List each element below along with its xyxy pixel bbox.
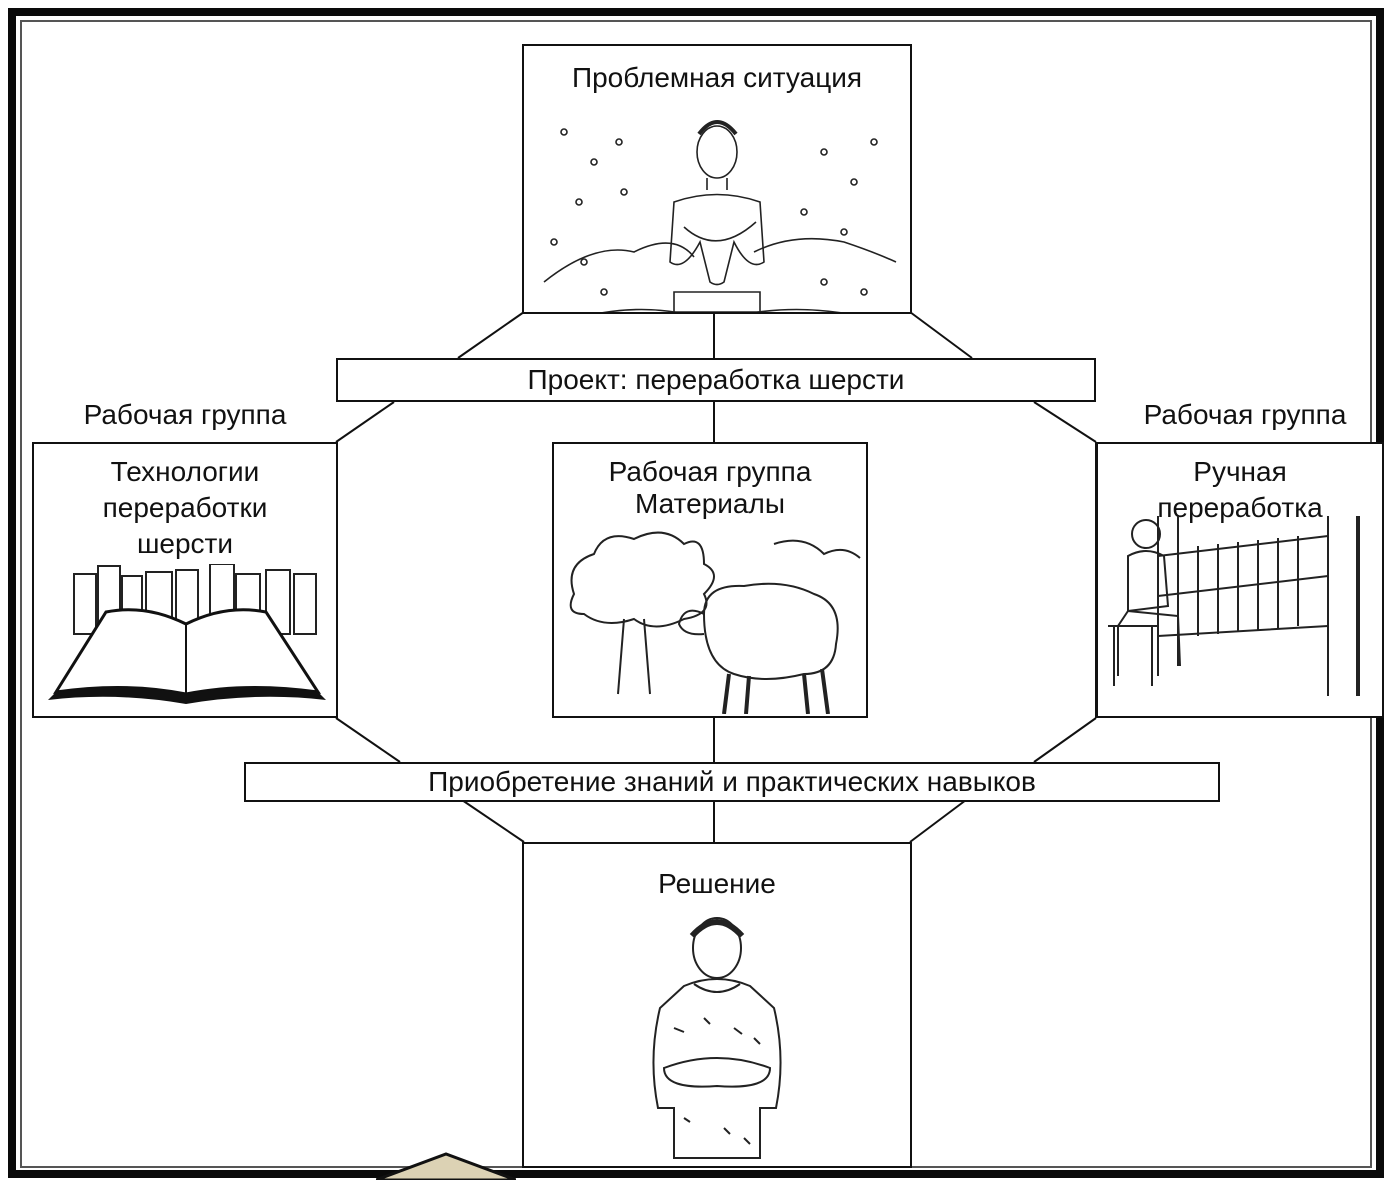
man-in-sweater-illustration <box>652 917 782 1159</box>
materials-title-line1: Рабочая группа <box>608 456 812 487</box>
materials-box: Рабочая группа Материалы <box>552 442 868 718</box>
sheep-illustration <box>569 531 861 714</box>
problem-situation-title: Проблемная ситуация <box>571 62 863 93</box>
manual-processing-title: Ручная переработка <box>1157 456 1323 523</box>
technology-box: Технологии переработки шерсти <box>32 442 338 718</box>
page-tab <box>376 1152 516 1180</box>
knowledge-bar-label: Приобретение знаний и практических навык… <box>428 766 1036 797</box>
right-group-label: Рабочая группа <box>1143 399 1347 430</box>
cold-man-illustration <box>543 120 897 312</box>
materials-title-line2: Материалы <box>635 488 785 519</box>
solution-title: Решение <box>658 868 776 899</box>
loom-weaver-illustration <box>1108 516 1360 696</box>
technology-title: Технологии переработки шерсти <box>102 456 268 559</box>
project-bar: Проект: переработка шерсти <box>336 358 1096 402</box>
manual-processing-box: Ручная переработка <box>1096 442 1384 718</box>
knowledge-bar: Приобретение знаний и практических навык… <box>244 762 1220 802</box>
left-group-label: Рабочая группа <box>83 399 287 430</box>
project-bar-label: Проект: переработка шерсти <box>527 364 905 395</box>
books-illustration <box>48 564 326 704</box>
solution-box: Решение <box>522 842 912 1168</box>
problem-situation-box: Проблемная ситуация <box>522 44 912 314</box>
